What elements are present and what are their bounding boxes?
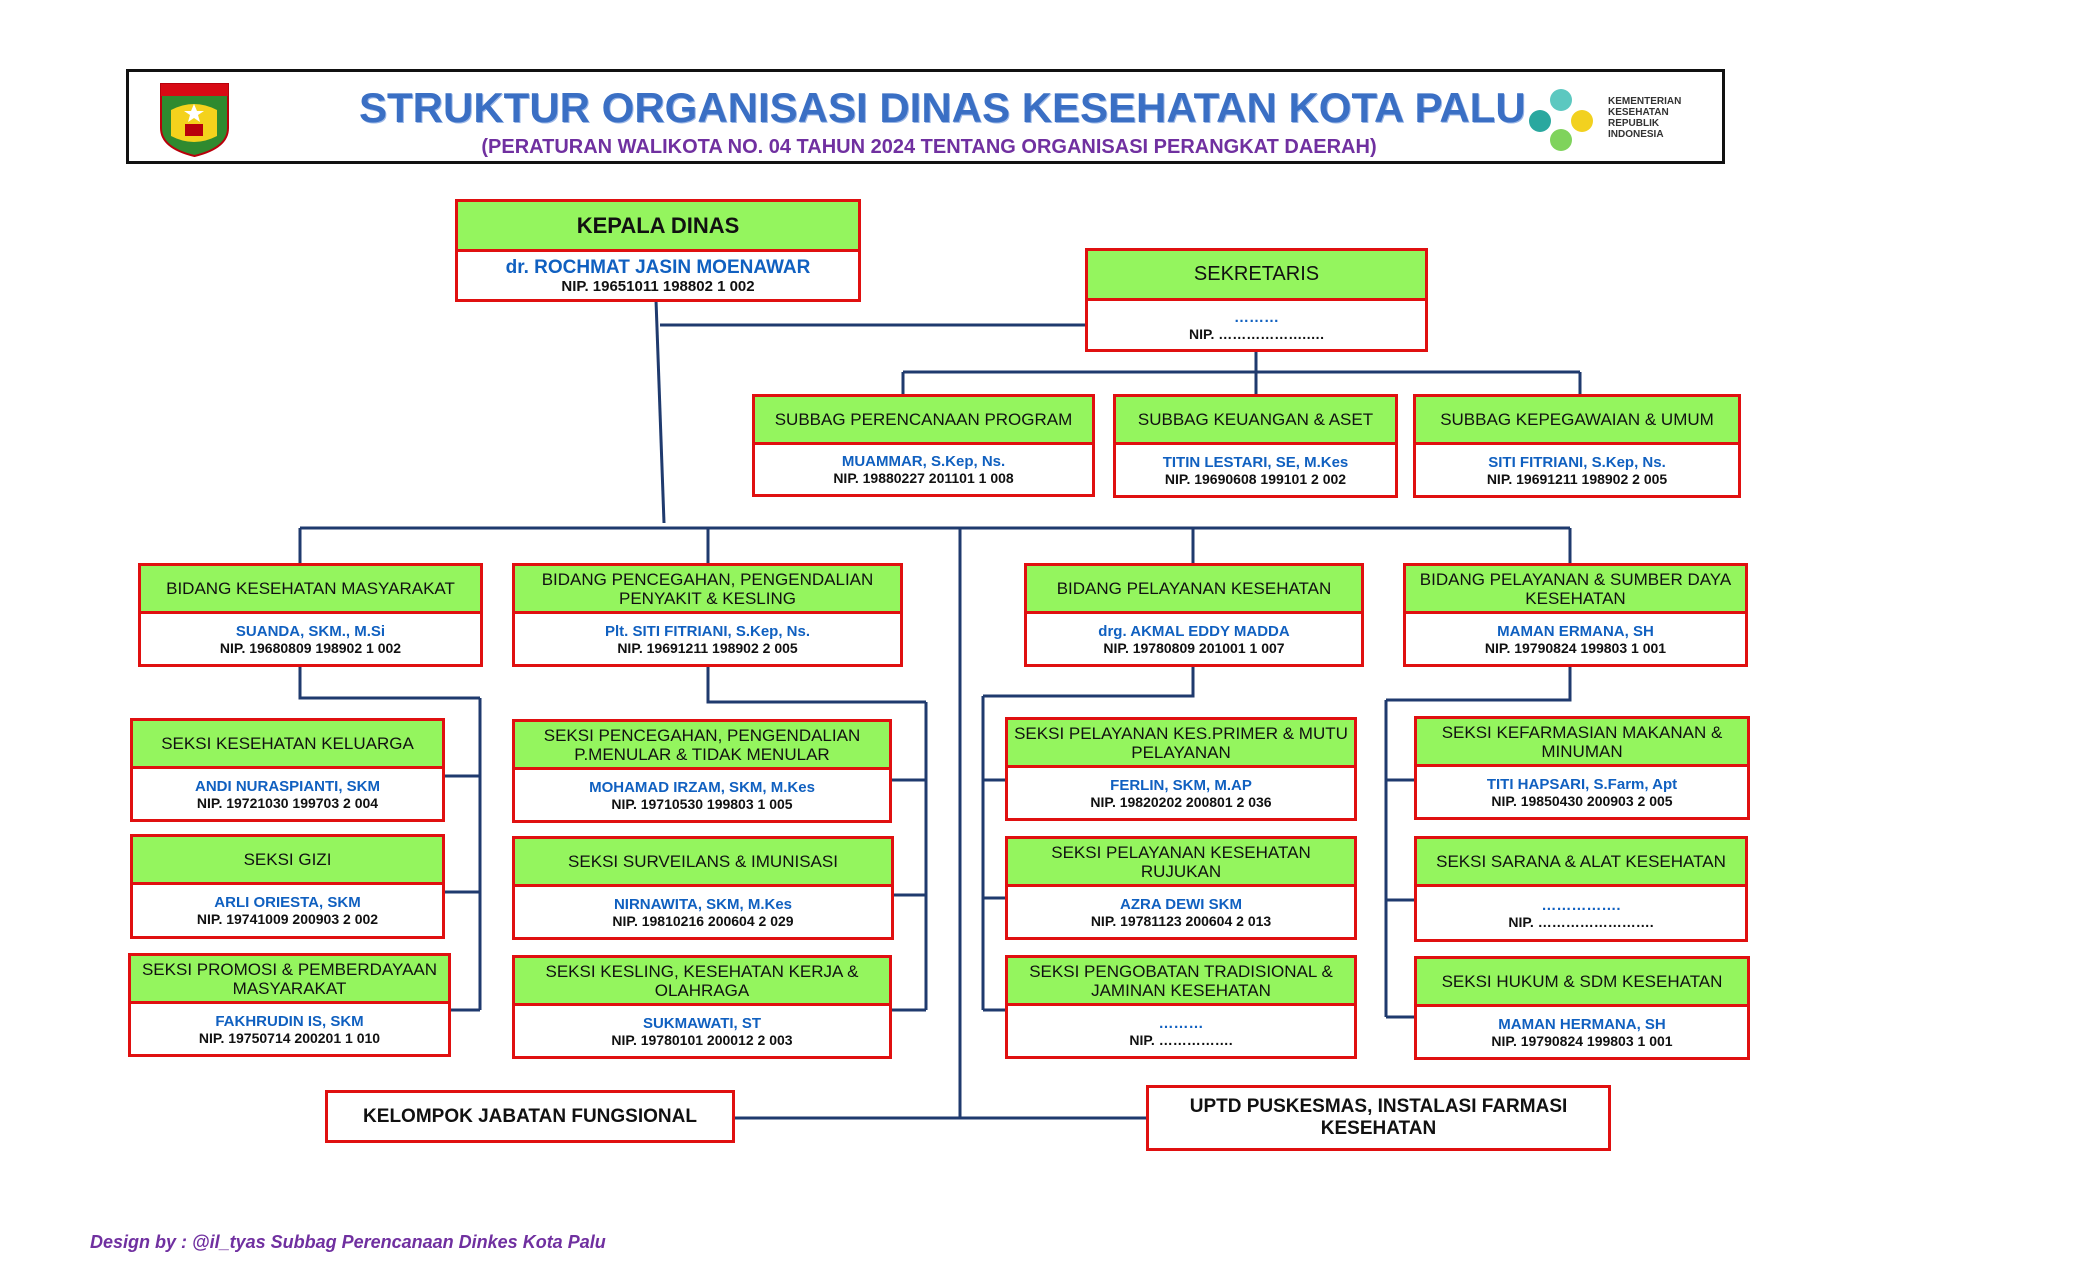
- subbag-keuangan-box: SUBBAG KEUANGAN & ASET TITIN LESTARI, SE…: [1113, 394, 1398, 498]
- official-name: MAMAN HERMANA, SH: [1498, 1015, 1666, 1033]
- official-name: ANDI NURASPIANTI, SKM: [194, 777, 380, 795]
- seksi-gizi-box: SEKSI GIZI ARLI ORIESTA, SKM NIP. 197410…: [130, 834, 445, 939]
- unit-title: SEKSI HUKUM & SDM KESEHATAN: [1417, 959, 1747, 1007]
- kelompok-jabatan-fungsional-box: KELOMPOK JABATAN FUNGSIONAL: [325, 1090, 735, 1143]
- unit-title: SEKSI KESLING, KESEHATAN KERJA & OLAHRAG…: [515, 958, 889, 1006]
- page-title: STRUKTUR ORGANISASI DINAS KESEHATAN KOTA…: [359, 84, 1526, 131]
- official-name: SUKMAWATI, ST: [642, 1014, 762, 1032]
- official-name: ARLI ORIESTA, SKM: [214, 894, 361, 911]
- official-name: FERLIN, SKM, M.AP: [1110, 776, 1252, 794]
- official-nip: NIP. 19691211 198902 2 005: [617, 639, 798, 656]
- official-nip: NIP. 19710530 199803 1 005: [611, 795, 793, 812]
- official-nip: NIP. 19880227 201101 1 008: [833, 470, 1014, 486]
- unit-title: BIDANG KESEHATAN MASYARAKAT: [141, 566, 480, 614]
- official-name: ………: [1234, 308, 1279, 326]
- design-credit: Design by : @il_tyas Subbag Perencanaan …: [90, 1232, 606, 1252]
- official-name: Plt. SITI FITRIANI, S.Kep, Ns.: [604, 622, 811, 640]
- unit-title: BIDANG PENCEGAHAN, PENGENDALIAN PENYAKIT…: [515, 566, 900, 614]
- unit-title: SUBBAG KEUANGAN & ASET: [1116, 397, 1395, 445]
- seksi-kefarmasian-box: SEKSI KEFARMASIAN MAKANAN & MINUMAN TITI…: [1414, 716, 1750, 820]
- kota-palu-emblem-icon: [160, 83, 229, 158]
- official-name: …………….: [1541, 896, 1621, 914]
- kepala-dinas-box: KEPALA DINAS dr. ROCHMAT JASIN MOENAWAR …: [455, 199, 861, 302]
- subbag-perencanaan-box: SUBBAG PERENCANAAN PROGRAM MUAMMAR, S.Ke…: [752, 394, 1095, 497]
- seksi-p2ptm-box: SEKSI PENCEGAHAN, PENGENDALIAN P.MENULAR…: [512, 719, 892, 823]
- official-nip: NIP. 19790824 199803 1 001: [1484, 639, 1667, 656]
- official-name: SITI FITRIANI, S.Kep, Ns.: [1488, 453, 1666, 471]
- seksi-pengobatan-tradisional-box: SEKSI PENGOBATAN TRADISIONAL & JAMINAN K…: [1005, 955, 1357, 1059]
- seksi-pelayanan-primer-box: SEKSI PELAYANAN KES.PRIMER & MUTU PELAYA…: [1005, 717, 1357, 821]
- official-nip: NIP. 19690608 199101 2 002: [1164, 470, 1347, 487]
- ministry-name: KEMENTERIAN KESEHATAN REPUBLIK INDONESIA: [1608, 96, 1682, 140]
- connector-yankes-stub: [983, 665, 1195, 698]
- official-name: drg. AKMAL EDDY MADDA: [1098, 622, 1290, 640]
- header-banner: STRUKTUR ORGANISASI DINAS KESEHATAN KOTA…: [126, 69, 1725, 164]
- page-subtitle: (PERATURAN WALIKOTA NO. 04 TAHUN 2024 TE…: [481, 136, 1377, 158]
- unit-title: SEKRETARIS: [1088, 251, 1425, 301]
- official-name: AZRA DEWI SKM: [1120, 895, 1242, 913]
- unit-title: SEKSI PENCEGAHAN, PENGENDALIAN P.MENULAR…: [515, 722, 889, 770]
- bidang-yankes-box: BIDANG PELAYANAN KESEHATAN drg. AKMAL ED…: [1024, 563, 1364, 667]
- official-name: SUANDA, SKM., M.Si: [235, 622, 386, 640]
- official-nip: NIP. 19780809 201001 1 007: [1103, 639, 1285, 656]
- seksi-hukum-sdm-box: SEKSI HUKUM & SDM KESEHATAN MAMAN HERMAN…: [1414, 956, 1750, 1060]
- official-name: MOHAMAD IRZAM, SKM, M.Kes: [589, 778, 815, 796]
- official-nip: NIP. ……………….….: [1188, 325, 1325, 342]
- official-name: TITI HAPSARI, S.Farm, Apt: [1486, 775, 1678, 793]
- official-nip: NIP. 19780101 200012 2 003: [611, 1031, 793, 1048]
- official-name: NIRNAWITA, SKM, M.Kes: [613, 895, 793, 913]
- unit-title: SEKSI SURVEILANS & IMUNISASI: [515, 839, 891, 887]
- connector-kepala-trunk: [654, 299, 666, 524]
- official-nip: NIP. 19781123 200604 2 013: [1090, 912, 1272, 929]
- official-nip: NIP. 19651011 198802 1 002: [561, 277, 755, 295]
- connector-p2p-stub: [706, 665, 926, 704]
- official-nip: NIP. 19680809 198902 1 002: [219, 639, 402, 656]
- unit-title: SEKSI GIZI: [133, 837, 442, 885]
- unit-title: SEKSI PELAYANAN KESEHATAN RUJUKAN: [1008, 839, 1354, 887]
- official-nip: NIP. 19750714 200201 1 010: [198, 1029, 381, 1046]
- unit-title: BIDANG PELAYANAN KESEHATAN: [1027, 566, 1361, 614]
- unit-title: SEKSI PENGOBATAN TRADISIONAL & JAMINAN K…: [1008, 958, 1354, 1006]
- unit-title: SEKSI PELAYANAN KES.PRIMER & MUTU PELAYA…: [1008, 720, 1354, 768]
- unit-title: SEKSI SARANA & ALAT KESEHATAN: [1417, 839, 1745, 887]
- seksi-pelayanan-rujukan-box: SEKSI PELAYANAN KESEHATAN RUJUKAN AZRA D…: [1005, 836, 1357, 940]
- bidang-kesmas-box: BIDANG KESEHATAN MASYARAKAT SUANDA, SKM.…: [138, 563, 483, 667]
- bidang-sdk-box: BIDANG PELAYANAN & SUMBER DAYA KESEHATAN…: [1403, 563, 1748, 667]
- connector-sdk-stub: [1386, 665, 1572, 702]
- official-nip: NIP. …………………….: [1508, 913, 1654, 930]
- uptd-puskesmas-box: UPTD PUSKESMAS, INSTALASI FARMASI KESEHA…: [1146, 1085, 1611, 1151]
- seksi-kesling-box: SEKSI KESLING, KESEHATAN KERJA & OLAHRAG…: [512, 955, 892, 1059]
- official-nip: NIP. …………….: [1129, 1031, 1233, 1048]
- official-nip: NIP. 19810216 200604 2 029: [612, 912, 794, 929]
- seksi-promosi-box: SEKSI PROMOSI & PEMBERDAYAAN MASYARAKAT …: [128, 953, 451, 1057]
- sekretaris-box: SEKRETARIS ……… NIP. ……………….….: [1085, 248, 1428, 352]
- seksi-sarana-alat-box: SEKSI SARANA & ALAT KESEHATAN ……………. NIP…: [1414, 836, 1748, 942]
- seksi-surveilans-box: SEKSI SURVEILANS & IMUNISASI NIRNAWITA, …: [512, 836, 894, 940]
- official-nip: NIP. 19790824 199803 1 001: [1491, 1032, 1673, 1049]
- official-name: MUAMMAR, S.Kep, Ns.: [841, 453, 1006, 470]
- bidang-p2p-box: BIDANG PENCEGAHAN, PENGENDALIAN PENYAKIT…: [512, 563, 903, 667]
- unit-title: SEKSI PROMOSI & PEMBERDAYAAN MASYARAKAT: [131, 956, 448, 1004]
- official-nip: NIP. 19691211 198902 2 005: [1486, 470, 1668, 487]
- unit-title: SUBBAG PERENCANAAN PROGRAM: [755, 397, 1092, 445]
- official-name: MAMAN ERMANA, SH: [1497, 622, 1654, 640]
- seksi-kesehatan-keluarga-box: SEKSI KESEHATAN KELUARGA ANDI NURASPIANT…: [130, 718, 445, 822]
- unit-title: KEPALA DINAS: [458, 202, 858, 252]
- unit-title: BIDANG PELAYANAN & SUMBER DAYA KESEHATAN: [1406, 566, 1745, 614]
- official-nip: NIP. 19850430 200903 2 005: [1491, 792, 1673, 809]
- unit-title: SEKSI KESEHATAN KELUARGA: [133, 721, 442, 769]
- official-nip: NIP. 19820202 200801 2 036: [1090, 793, 1272, 810]
- unit-title: SEKSI KEFARMASIAN MAKANAN & MINUMAN: [1417, 719, 1747, 767]
- official-nip: NIP. 19741009 200903 2 002: [196, 911, 379, 927]
- connector-kesmas-stub: [298, 665, 480, 700]
- official-name: ………: [1158, 1014, 1204, 1032]
- official-nip: NIP. 19721030 199703 2 004: [196, 794, 379, 811]
- official-name: TITIN LESTARI, SE, M.Kes: [1162, 453, 1349, 471]
- kemenkes-logo-icon: [1529, 89, 1593, 151]
- official-name: dr. ROCHMAT JASIN MOENAWAR: [505, 256, 811, 278]
- unit-title: SUBBAG KEPEGAWAIAN & UMUM: [1416, 397, 1738, 445]
- official-name: FAKHRUDIN IS, SKM: [215, 1012, 364, 1030]
- subbag-kepegawaian-box: SUBBAG KEPEGAWAIAN & UMUM SITI FITRIANI,…: [1413, 394, 1741, 498]
